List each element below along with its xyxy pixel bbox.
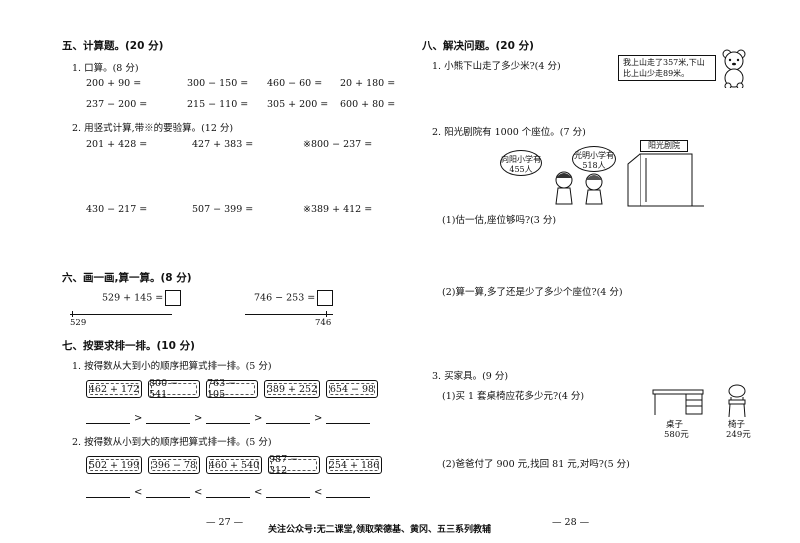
section8-title: 八、解决问题。(20 分) (422, 40, 534, 52)
s7-q1: 1. 按得数从大到小的顺序把算式排一排。(5 分) (72, 361, 272, 372)
section5-title: 五、计算题。(20 分) (62, 40, 164, 52)
mental-calc: 305 + 200 = (267, 99, 329, 110)
desk-icon (652, 389, 704, 415)
comparison-symbol: > (254, 413, 263, 424)
answer-blank[interactable] (86, 497, 130, 498)
theater-sign: 阳光剧院 (640, 140, 688, 152)
mental-calc: 600 + 80 = (340, 99, 396, 110)
comparison-symbol: < (134, 487, 143, 498)
comparison-symbol: < (194, 487, 203, 498)
tick-label: 746 (315, 318, 332, 328)
children-illustration-icon (555, 171, 603, 205)
comparison-symbol: > (134, 413, 143, 424)
s8-q3b: (2)爸爸付了 900 元,找回 81 元,对吗?(5 分) (442, 459, 630, 470)
answer-blank[interactable] (266, 423, 310, 424)
section7-title: 七、按要求排一排。(10 分) (62, 340, 195, 352)
speech-bubble: 光明小学有518人 (572, 146, 616, 172)
vertical-calc: 507 − 399 = (192, 204, 254, 215)
answer-blank[interactable] (206, 423, 250, 424)
answer-blank[interactable] (206, 497, 250, 498)
vertical-calc: 430 − 217 = (86, 204, 148, 215)
s7-q2: 2. 按得数从小到大的顺序把算式排一排。(5 分) (72, 437, 272, 448)
comparison-symbol: > (314, 413, 323, 424)
vertical-calc: ※389 + 412 = (303, 204, 373, 215)
page-number-left: — 27 — (206, 517, 244, 528)
answer-blank[interactable] (146, 497, 190, 498)
expression-card: 254 + 186 (326, 456, 382, 474)
mental-calc: 460 − 60 = (267, 78, 323, 89)
section6-title: 六、画一画,算一算。(8 分) (62, 272, 192, 284)
expression-card: 763 − 105 (206, 378, 258, 400)
number-line-tick (72, 311, 73, 317)
s8-q1: 1. 小熊下山走了多少米?(4 分) (432, 61, 561, 72)
answer-blank[interactable] (326, 497, 370, 498)
expression-card: 462 + 172 (86, 380, 142, 398)
number-line-2 (245, 314, 333, 315)
speech-bubble: 向阳小学有455人 (500, 150, 542, 176)
chair-icon (728, 384, 746, 418)
s8-q2b: (2)算一算,多了还是少了多少个座位?(4 分) (442, 287, 623, 298)
expression-card: 502 + 199 (86, 456, 142, 474)
comparison-symbol: < (314, 487, 323, 498)
desk-price: 580元 (664, 430, 689, 440)
mental-calc: 300 − 150 = (187, 78, 249, 89)
vertical-calc: 427 + 383 = (192, 139, 254, 150)
comparison-symbol: > (194, 413, 203, 424)
answer-box[interactable] (317, 290, 334, 306)
s8-q2a: (1)估一估,座位够吗?(3 分) (442, 215, 557, 226)
expr-text: 529 + 145 = (102, 292, 164, 304)
expression-card: 389 + 252 (264, 380, 320, 398)
s8-q3a: (1)买 1 套桌椅应花多少元?(4 分) (442, 391, 585, 402)
mental-calc: 200 + 90 = (86, 78, 142, 89)
bear-icon (722, 49, 746, 88)
answer-blank[interactable] (86, 423, 130, 424)
draw-expr-1: 529 + 145 = (102, 290, 182, 306)
answer-blank[interactable] (266, 497, 310, 498)
s8-q3: 3. 买家具。(9 分) (432, 371, 509, 382)
chair-label: 椅子 (728, 420, 746, 430)
vertical-calc: 201 + 428 = (86, 139, 148, 150)
expression-card: 987 − 312 (268, 454, 320, 476)
theater-door-icon (627, 153, 704, 207)
mental-calc: 237 − 200 = (86, 99, 148, 110)
tick-label: 529 (70, 318, 87, 328)
s5-q2: 2. 用竖式计算,带※的要验算。(12 分) (72, 123, 234, 134)
answer-blank[interactable] (146, 423, 190, 424)
expression-card: 460 + 540 (206, 456, 262, 474)
expression-card: 396 − 78 (148, 456, 200, 474)
vertical-calc: ※800 − 237 = (303, 139, 373, 150)
s5-q1: 1. 口算。(8 分) (72, 63, 139, 74)
expression-card: 800 − 541 (148, 378, 200, 400)
expr-text: 746 − 253 = (254, 292, 316, 304)
mental-calc: 215 − 110 = (187, 99, 249, 110)
comparison-symbol: < (254, 487, 263, 498)
number-line-tick (326, 311, 327, 317)
chair-price: 249元 (726, 430, 751, 440)
footer-note: 关注公众号:无二课堂,领取荣德基、黄冈、五三系列教辅 (268, 525, 492, 535)
desk-label: 桌子 (666, 420, 684, 430)
s8-q2: 2. 阳光剧院有 1000 个座位。(7 分) (432, 127, 586, 138)
mental-calc: 20 + 180 = (340, 78, 396, 89)
expression-card: 654 − 98 (326, 380, 378, 398)
bear-speech-box: 我上山走了357米,下山比上山少走89米。 (618, 55, 716, 81)
answer-box[interactable] (165, 290, 182, 306)
page-number-right: — 28 — (552, 517, 590, 528)
draw-expr-2: 746 − 253 = (254, 290, 334, 306)
number-line-1 (70, 314, 172, 315)
answer-blank[interactable] (326, 423, 370, 424)
